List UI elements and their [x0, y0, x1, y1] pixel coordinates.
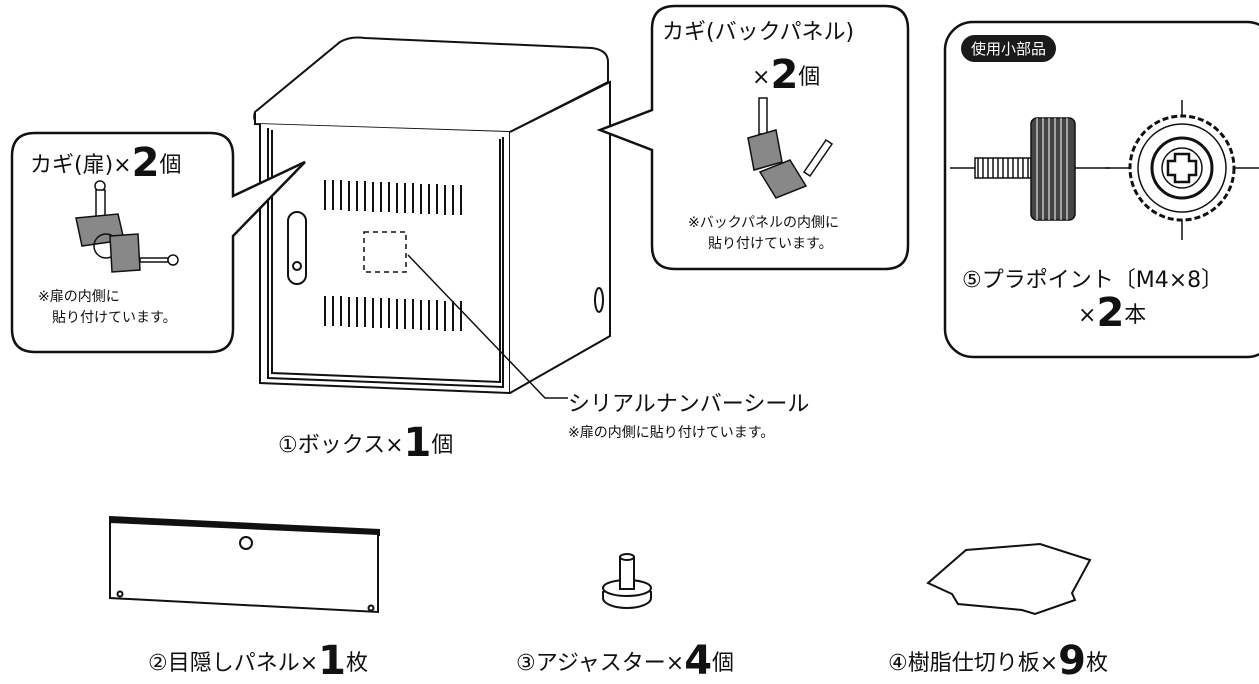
door-keys-drawing [75, 180, 179, 273]
thumb-screw-side-drawing [950, 117, 1110, 221]
cabinet-vent-slots [324, 180, 462, 331]
partition-plate-label: ④樹脂仕切り板×9枚 [888, 638, 1109, 684]
serial-leader-line [407, 254, 568, 399]
small-parts-badge: 使用小部品 [961, 35, 1057, 62]
cover-panel-drawing [109, 515, 380, 614]
thumb-screw-front-drawing [1105, 100, 1259, 240]
box-label: ①ボックス×1個 [278, 420, 454, 466]
serial-sticker-note: ※扉の内側に貼り付けています。 [568, 425, 775, 441]
serial-sticker-title: シリアルナンバーシール [568, 392, 810, 417]
partition-plate-drawing [926, 542, 1092, 616]
door-keys-note-line1: ※扉の内側に [38, 289, 120, 305]
door-keys-callout-bubble [10, 131, 306, 354]
cover-panel-label: ②目隠しパネル×1枚 [148, 638, 369, 684]
back-keys-note-line2: 貼り付けています。 [708, 236, 833, 252]
adjuster-drawing [602, 553, 652, 609]
adjuster-label: ③アジャスター×4個 [516, 638, 735, 684]
cabinet-box-drawing [253, 36, 611, 395]
back-keys-drawing [747, 97, 834, 199]
small-parts-box [943, 20, 1259, 359]
door-keys-title: カギ(扉)×2個 [30, 140, 182, 186]
thumb-screw-label: ⑤プラポイント〔M4×8〕 [962, 268, 1224, 293]
thumb-screw-quantity: ×2本 [1078, 290, 1147, 336]
serial-sticker-outline [363, 231, 407, 273]
back-keys-title: カギ(バックパネル) [662, 20, 855, 45]
back-keys-quantity: ×2個 [752, 52, 821, 98]
back-keys-note-line1: ※バックパネルの内側に [688, 215, 840, 231]
door-keys-note-line2: 貼り付けています。 [52, 310, 177, 326]
